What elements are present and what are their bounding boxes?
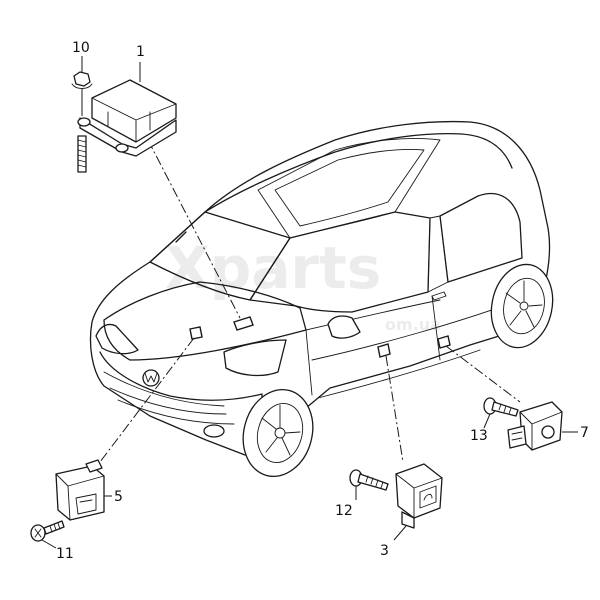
car-side-window-rear [439, 192, 523, 283]
control-unit-mount-hole [77, 117, 91, 127]
side-sensor-front-body [395, 463, 443, 519]
stud-threads [77, 139, 87, 168]
side-sensor-rear-face [519, 411, 563, 451]
control-unit-mount-hole-2 [115, 143, 129, 153]
part-bolt-13 [483, 397, 519, 417]
part-side-sensor-front [395, 463, 443, 529]
screw-11-shank [43, 520, 65, 535]
part-nut [71, 71, 93, 116]
car-side-mirror [327, 315, 361, 339]
screw-11-threads [49, 522, 61, 533]
car-front-rim [256, 403, 304, 463]
callout-leaders [41, 56, 578, 549]
car-grille [103, 371, 235, 425]
control-unit-edges [91, 97, 177, 143]
part-control-unit [77, 79, 177, 157]
callout-1: 1 [136, 44, 145, 60]
side-sensor-rear-connector-detail [511, 431, 523, 441]
part-stud [77, 135, 87, 173]
callout-labels: 1 10 5 11 12 3 13 7 [56, 40, 589, 562]
bolt-13-threads [498, 403, 512, 415]
front-sensor-face [55, 473, 105, 521]
watermark: Xparts om.ua [165, 234, 441, 334]
car-rear-spokes [505, 280, 543, 328]
marker-front-sensor [189, 326, 203, 340]
car-b-pillar [427, 215, 449, 293]
car-sunroof-inner [274, 149, 425, 227]
car-antenna [175, 231, 187, 243]
car-headlight-right [223, 339, 287, 377]
side-sensor-front-port [419, 485, 437, 509]
car-illustration [89, 120, 554, 478]
leader-control-unit [147, 139, 241, 319]
location-markers [189, 316, 451, 358]
marker-side-sensor-rear [437, 335, 451, 349]
car-badge [142, 369, 160, 387]
callout-5: 5 [114, 489, 123, 505]
car-front-spokes [261, 404, 301, 456]
car-fog-light [203, 424, 225, 438]
side-sensor-rear-connector [507, 425, 527, 449]
car-rear-rim [503, 277, 545, 335]
bolt-12-shank [357, 473, 389, 491]
leader-front-sensor [99, 337, 195, 463]
part-front-sensor [55, 459, 105, 521]
marker-side-sensor-front [377, 343, 391, 358]
side-sensor-rear-port [541, 425, 555, 439]
watermark-domain: om.ua [385, 315, 441, 334]
front-sensor-plug [85, 459, 103, 473]
car-rear-hub [519, 301, 529, 311]
front-sensor-body [55, 465, 105, 521]
callout-13: 13 [470, 428, 488, 444]
callout-leader-11 [41, 539, 57, 549]
car-rear-wheel [490, 263, 554, 349]
car-roof-line [204, 133, 513, 213]
watermark-brand: Xparts [165, 234, 381, 302]
car-badge-mark [144, 372, 158, 383]
callout-leader-13 [483, 413, 491, 429]
car-hood [103, 281, 307, 361]
part-side-sensor-rear [507, 401, 563, 451]
bolt-12-threads [365, 475, 384, 489]
car-front-fascia [99, 351, 263, 449]
side-sensor-front-tab [401, 511, 415, 529]
car-door-handle [431, 291, 447, 301]
part-screw-11 [30, 520, 65, 542]
callout-7: 7 [580, 425, 589, 441]
callout-3: 3 [380, 543, 389, 559]
marker-control-unit [233, 316, 254, 331]
car-front-wheel [242, 388, 314, 478]
car-sill [317, 349, 481, 399]
screw-11-drive [34, 528, 42, 538]
leader-side-rear [445, 345, 521, 403]
control-unit-top [91, 79, 177, 143]
callout-11: 11 [56, 546, 74, 562]
nut-body [73, 71, 91, 87]
side-sensor-front-face [395, 473, 443, 519]
callout-10: 10 [72, 40, 90, 56]
car-headlight-left [95, 323, 139, 355]
callout-12: 12 [335, 503, 353, 519]
callout-leader-3 [393, 525, 407, 541]
leader-lines [99, 139, 521, 463]
front-sensor-connector [75, 493, 97, 515]
